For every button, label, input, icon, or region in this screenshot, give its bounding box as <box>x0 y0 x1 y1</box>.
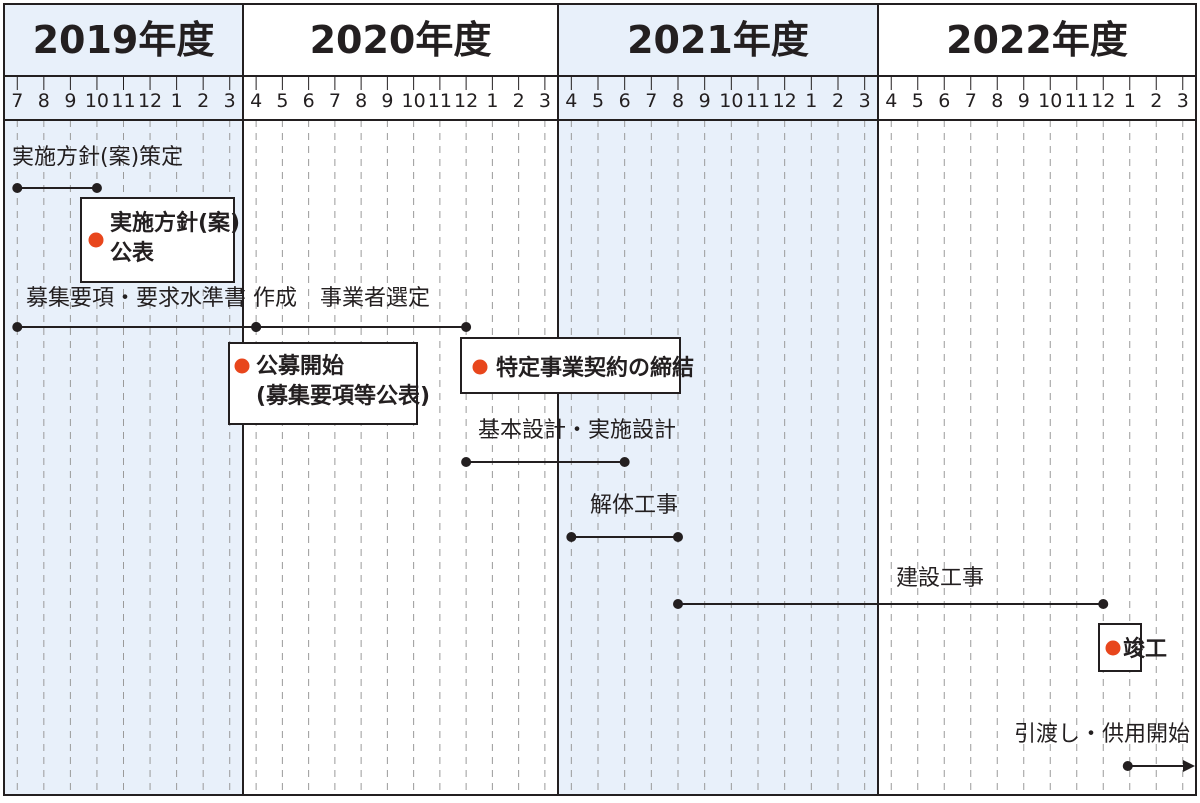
month-label: 2 <box>1150 90 1162 112</box>
month-label: 6 <box>938 90 950 112</box>
month-label: 3 <box>224 90 236 112</box>
year-label: 2019年度 <box>33 18 215 62</box>
task-label: 解体工事 <box>590 493 678 518</box>
month-label: 5 <box>592 90 604 112</box>
milestone-marker <box>472 359 488 375</box>
task-end-dot <box>91 183 102 193</box>
month-label: 1 <box>805 90 817 112</box>
month-label: 2 <box>513 90 525 112</box>
month-label: 11 <box>428 90 452 112</box>
task-start-dot <box>461 457 472 467</box>
task-start-dot <box>566 532 577 542</box>
month-label: 9 <box>64 90 76 112</box>
month-label: 9 <box>1018 90 1030 112</box>
task-start-dot <box>1122 761 1133 771</box>
year-label: 2020年度 <box>310 18 492 62</box>
month-label: 4 <box>885 90 897 112</box>
month-label: 12 <box>138 90 162 112</box>
milestone-box <box>80 197 235 283</box>
month-label: 5 <box>912 90 924 112</box>
milestone-label: 実施方針(案) <box>110 210 240 236</box>
milestone-label: 竣工 <box>1123 636 1167 662</box>
task-end-dot <box>619 457 630 467</box>
month-label: 12 <box>1091 90 1115 112</box>
task-start-dot <box>673 599 683 609</box>
month-label: 9 <box>699 90 711 112</box>
task-arrowhead <box>1183 760 1195 772</box>
month-label: 10 <box>719 90 743 112</box>
month-label: 12 <box>454 90 478 112</box>
month-label: 4 <box>565 90 577 112</box>
month-label: 8 <box>355 90 367 112</box>
year-label: 2022年度 <box>946 18 1128 62</box>
task-label: 基本設計・実施設計 <box>478 418 676 443</box>
milestone-label: 公募開始 <box>256 353 344 379</box>
month-label: 1 <box>1124 90 1136 112</box>
milestone-box <box>228 342 418 425</box>
year-label: 2021年度 <box>627 18 809 62</box>
outer-frame <box>3 3 1197 796</box>
task-start-dot <box>251 322 262 332</box>
month-label: 10 <box>1038 90 1062 112</box>
month-label: 8 <box>672 90 684 112</box>
month-label: 3 <box>1177 90 1189 112</box>
milestone-label: (募集要項等公表) <box>256 383 430 409</box>
month-label: 10 <box>85 90 109 112</box>
month-label: 7 <box>329 90 341 112</box>
month-label: 8 <box>991 90 1003 112</box>
month-label: 3 <box>859 90 871 112</box>
task-end-dot <box>1098 599 1109 609</box>
month-label: 3 <box>539 90 551 112</box>
month-label: 6 <box>303 90 315 112</box>
task-start-dot <box>12 322 23 332</box>
month-label: 9 <box>381 90 393 112</box>
task-label: 募集要項・要求水準書 作成 <box>26 286 297 311</box>
task-end-dot <box>673 532 683 542</box>
month-label: 10 <box>402 90 426 112</box>
milestone-marker <box>1105 640 1121 656</box>
milestone-marker <box>88 232 104 248</box>
month-label: 11 <box>1065 90 1089 112</box>
month-label: 8 <box>38 90 50 112</box>
task-label: 事業者選定 <box>320 286 430 311</box>
year-shade <box>558 4 878 795</box>
month-label: 1 <box>171 90 183 112</box>
month-label: 7 <box>11 90 23 112</box>
task-label: 実施方針(案)策定 <box>12 145 183 170</box>
milestone-marker <box>234 358 250 374</box>
month-label: 5 <box>276 90 288 112</box>
month-label: 11 <box>111 90 135 112</box>
task-end-dot <box>461 322 472 332</box>
month-label: 12 <box>773 90 797 112</box>
month-label: 2 <box>832 90 844 112</box>
month-label: 2 <box>197 90 209 112</box>
task-label: 建設工事 <box>896 566 984 591</box>
month-label: 4 <box>250 90 262 112</box>
task-label: 引渡し・供用開始 <box>1014 722 1190 747</box>
month-label: 7 <box>965 90 977 112</box>
month-label: 6 <box>619 90 631 112</box>
milestone-label: 特定事業契約の締結 <box>496 355 694 381</box>
task-start-dot <box>12 183 23 193</box>
month-label: 11 <box>746 90 770 112</box>
month-label: 7 <box>645 90 657 112</box>
milestone-label: 公表 <box>110 241 155 266</box>
milestone-box <box>460 337 681 394</box>
month-label: 1 <box>486 90 498 112</box>
